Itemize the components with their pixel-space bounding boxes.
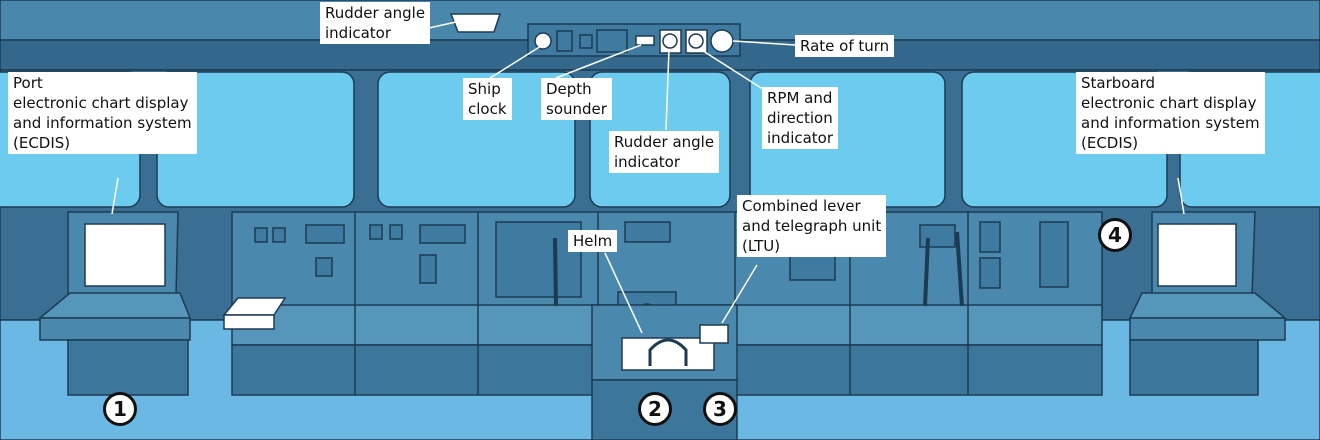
window	[377, 71, 576, 208]
label-rudder-angle-indicator: Rudder angle indicator	[609, 131, 720, 173]
leader-lines	[111, 21, 1185, 334]
label-depth-sounder: Depth sounder	[541, 78, 612, 120]
label-rpm-direction-indicator: RPM and direction indicator	[762, 87, 839, 149]
ltu-panel	[699, 324, 729, 344]
label-helm: Helm	[568, 230, 618, 252]
marker-1: 1	[103, 392, 137, 426]
starboard-ecdis-screen	[1157, 223, 1237, 287]
label-overhead-rudder-angle-indicator: Rudder angle indicator	[320, 2, 431, 44]
label-port-ecdis: Port electronic chart display and inform…	[8, 72, 197, 154]
label-ltu: Combined lever and telegraph unit (LTU)	[737, 195, 887, 257]
marker-2: 2	[638, 392, 672, 426]
helm-wheel-panel	[621, 337, 715, 371]
port-ecdis-screen	[84, 223, 166, 287]
label-starboard-ecdis: Starboard electronic chart display and i…	[1076, 72, 1265, 154]
label-ship-clock: Ship clock	[463, 78, 512, 120]
marker-4: 4	[1098, 218, 1132, 252]
marker-3: 3	[703, 392, 737, 426]
overhead-rudder-indicator	[449, 13, 502, 33]
label-rate-of-turn: Rate of turn	[795, 35, 895, 57]
